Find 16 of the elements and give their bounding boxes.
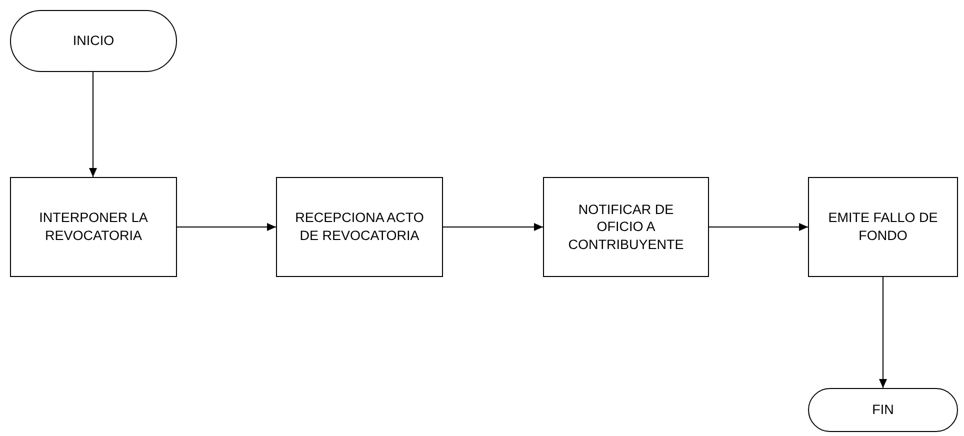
process-box [808,177,958,277]
arrow [879,276,887,388]
node-label: EMITE FALLO DE FONDO [827,209,939,245]
process-box [543,177,709,277]
node-label: INTERPONER LA REVOCATORIA [38,209,149,245]
arrow [89,72,97,178]
node-label: FIN [872,401,894,419]
node-label: INICIO [72,32,114,50]
process-box [276,177,443,277]
arrow [176,223,276,231]
arrow [442,223,544,231]
process-box [10,177,177,277]
node-label: NOTIFICAR DE OFICIO A CONTRIBUYENTE [567,200,685,254]
arrow [708,223,808,231]
node-label: RECEPCIONA ACTO DE REVOCATORIA [294,209,425,245]
terminator-shape [808,388,958,432]
